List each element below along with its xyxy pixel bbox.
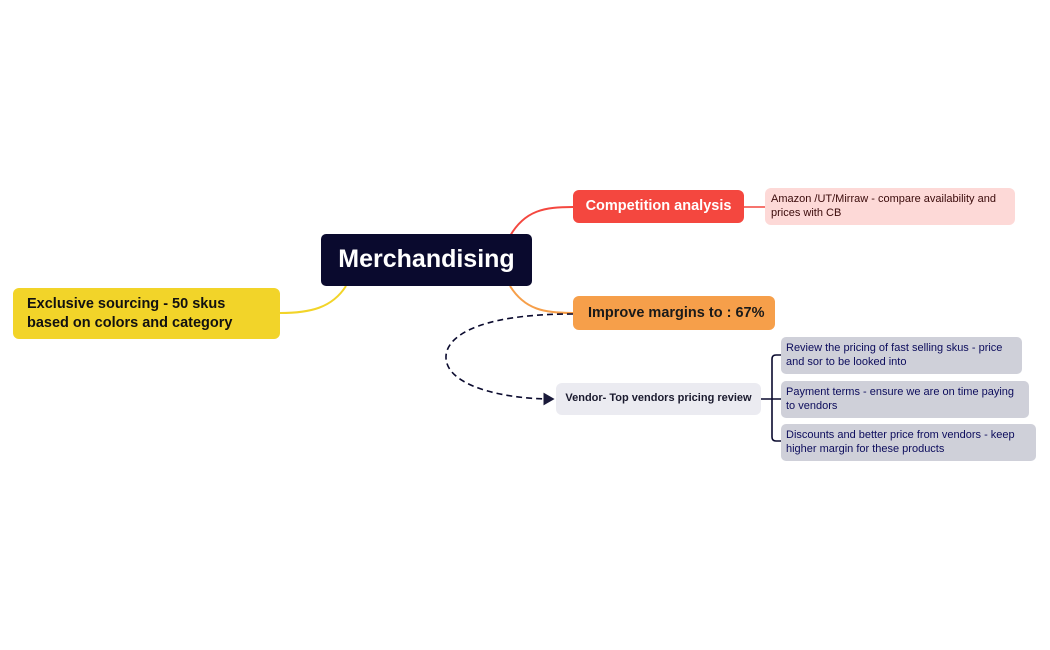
link-exclusive xyxy=(279,285,347,314)
leaf-label: Discounts and better price from vendors … xyxy=(786,428,1015,455)
topic-exclusive-sourcing[interactable]: Exclusive sourcing - 50 skus based on co… xyxy=(13,288,280,339)
topic-label: Improve margins to : 67% xyxy=(588,304,765,321)
subtopic-label: Amazon /UT/Mirraw - compare availability… xyxy=(771,192,996,219)
leaf-discounts[interactable]: Discounts and better price from vendors … xyxy=(781,424,1036,461)
central-topic-merchandising[interactable]: Merchandising xyxy=(321,234,532,286)
leaf-review-pricing[interactable]: Review the pricing of fast selling skus … xyxy=(781,337,1022,374)
topic-competition-analysis[interactable]: Competition analysis xyxy=(573,190,744,223)
topic-label: Exclusive sourcing - 50 skus based on co… xyxy=(27,296,233,331)
leaf-label: Payment terms - ensure we are on time pa… xyxy=(786,385,1015,412)
link-vendor-leaves xyxy=(761,354,781,442)
leaf-label: Review the pricing of fast selling skus … xyxy=(786,341,1003,368)
link-competition xyxy=(509,206,574,237)
subtopic-label: Vendor- Top vendors pricing review xyxy=(565,392,752,405)
topic-label: Competition analysis xyxy=(585,198,732,215)
link-vendor-dashed xyxy=(445,313,574,406)
topic-improve-margins[interactable]: Improve margins to : 67% xyxy=(573,296,775,330)
subtopic-amazon-comparison[interactable]: Amazon /UT/Mirraw - compare availability… xyxy=(765,188,1015,225)
link-margins xyxy=(509,285,574,314)
subtopic-vendor-pricing-review[interactable]: Vendor- Top vendors pricing review xyxy=(556,383,761,415)
leaf-payment-terms[interactable]: Payment terms - ensure we are on time pa… xyxy=(781,381,1029,418)
central-topic-label: Merchandising xyxy=(338,245,515,274)
